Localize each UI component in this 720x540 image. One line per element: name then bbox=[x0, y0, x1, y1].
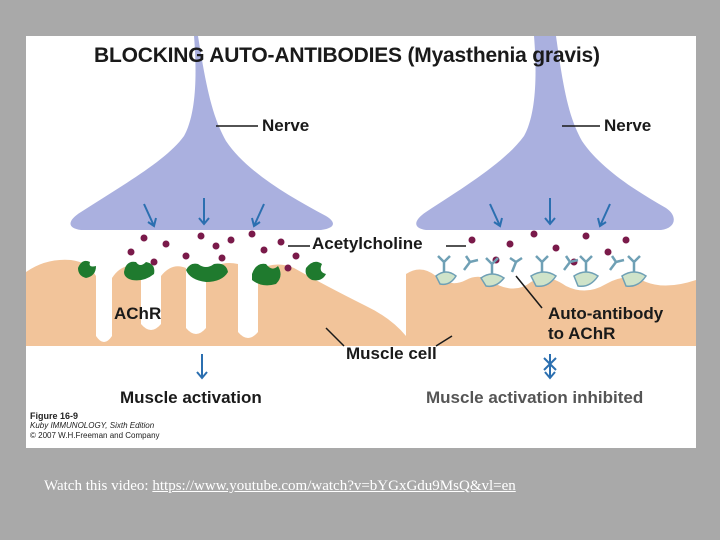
release-arrows bbox=[143, 198, 611, 380]
diagram-graphic bbox=[26, 36, 696, 380]
auto-antibody-label-line1: Auto-antibody bbox=[548, 304, 664, 323]
leader-lines bbox=[216, 125, 600, 347]
video-line: Watch this video: https://www.youtube.co… bbox=[44, 478, 516, 495]
achr-receptors-left bbox=[78, 260, 326, 286]
nerve-label-right: Nerve bbox=[604, 116, 652, 135]
muscle-activation-inhibited-label: Muscle activation inhibited bbox=[426, 388, 644, 407]
figure-panel: BLOCKING AUTO-ANTIBODIES (Myasthenia gra… bbox=[26, 36, 696, 448]
acetylcholine-label: Acetylcholine bbox=[312, 234, 423, 253]
nerve-label-left: Nerve bbox=[262, 116, 310, 135]
muscle-cell-right bbox=[406, 269, 696, 346]
figure-number: Figure 16-9 bbox=[30, 411, 79, 421]
muscle-activation-label: Muscle activation bbox=[120, 388, 262, 407]
auto-antibody-label-line2: to AChR bbox=[548, 324, 616, 343]
copyright: © 2007 W.H.Freeman and Company bbox=[30, 431, 160, 440]
figure-caption: Figure 16-9 Kuby IMMUNOLOGY, Sixth Editi… bbox=[30, 411, 160, 441]
figure-title: BLOCKING AUTO-ANTIBODIES (Myasthenia gra… bbox=[94, 44, 600, 67]
nerve-terminal-left bbox=[70, 36, 333, 230]
video-prefix: Watch this video: bbox=[44, 478, 153, 494]
muscle-cell-left bbox=[26, 259, 406, 346]
blocked-receptors-right bbox=[435, 271, 648, 288]
book-edition: Kuby IMMUNOLOGY, Sixth Edition bbox=[30, 421, 155, 430]
achr-label: AChR bbox=[114, 304, 162, 323]
muscle-cell-label: Muscle cell bbox=[346, 344, 437, 363]
acetylcholine-dots-right bbox=[468, 230, 630, 266]
video-link[interactable]: https://www.youtube.com/watch?v=bYGxGdu9… bbox=[152, 478, 516, 494]
nerve-terminal-right bbox=[416, 36, 674, 230]
acetylcholine-dots-left bbox=[127, 230, 300, 272]
auto-antibodies bbox=[437, 255, 641, 274]
